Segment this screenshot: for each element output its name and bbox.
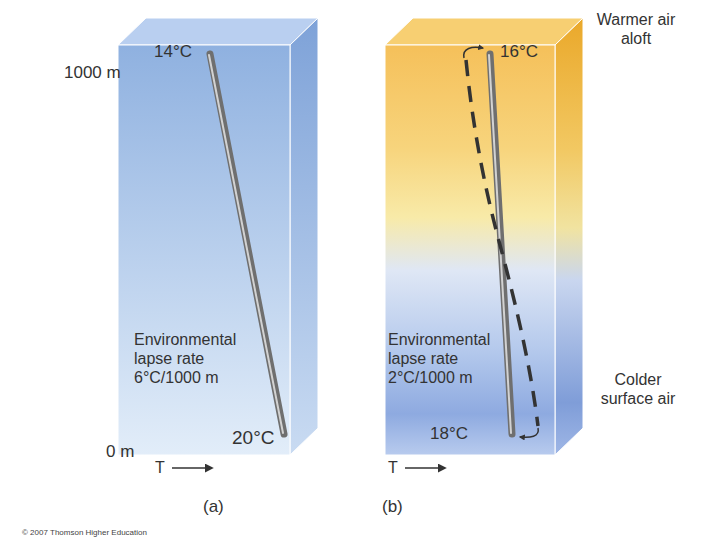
panel-label: (a) <box>203 497 224 517</box>
axis-label: T <box>155 458 165 477</box>
height-label: 1000 m <box>64 63 121 83</box>
axis-arrow <box>172 467 212 469</box>
curved-arrow-top <box>464 47 483 58</box>
air-column-b <box>385 18 583 455</box>
copyright-note: © 2007 Thomson Higher Education <box>22 528 147 538</box>
height-label: 0 m <box>106 442 134 462</box>
curved-arrow-bottom <box>520 428 538 437</box>
lapse-rate-label: Environmental lapse rate 2°C/1000 m <box>388 330 500 388</box>
temperature-label: 18°C <box>430 424 468 444</box>
temperature-label: 20°C <box>232 427 274 450</box>
air-label: Warmer air aloft <box>594 10 678 48</box>
lapse-rate-label: Environmental lapse rate 6°C/1000 m <box>134 330 262 388</box>
air-label: Colder surface air <box>596 370 680 408</box>
lapse-rate-line-a <box>209 54 284 434</box>
axis-arrow <box>405 467 445 469</box>
panel-label: (b) <box>382 497 403 517</box>
axis-label: T <box>388 458 398 477</box>
temperature-label: 16°C <box>500 42 538 62</box>
dashed-line <box>466 60 538 426</box>
temperature-label: 14°C <box>154 42 192 62</box>
air-column-a <box>118 18 318 455</box>
